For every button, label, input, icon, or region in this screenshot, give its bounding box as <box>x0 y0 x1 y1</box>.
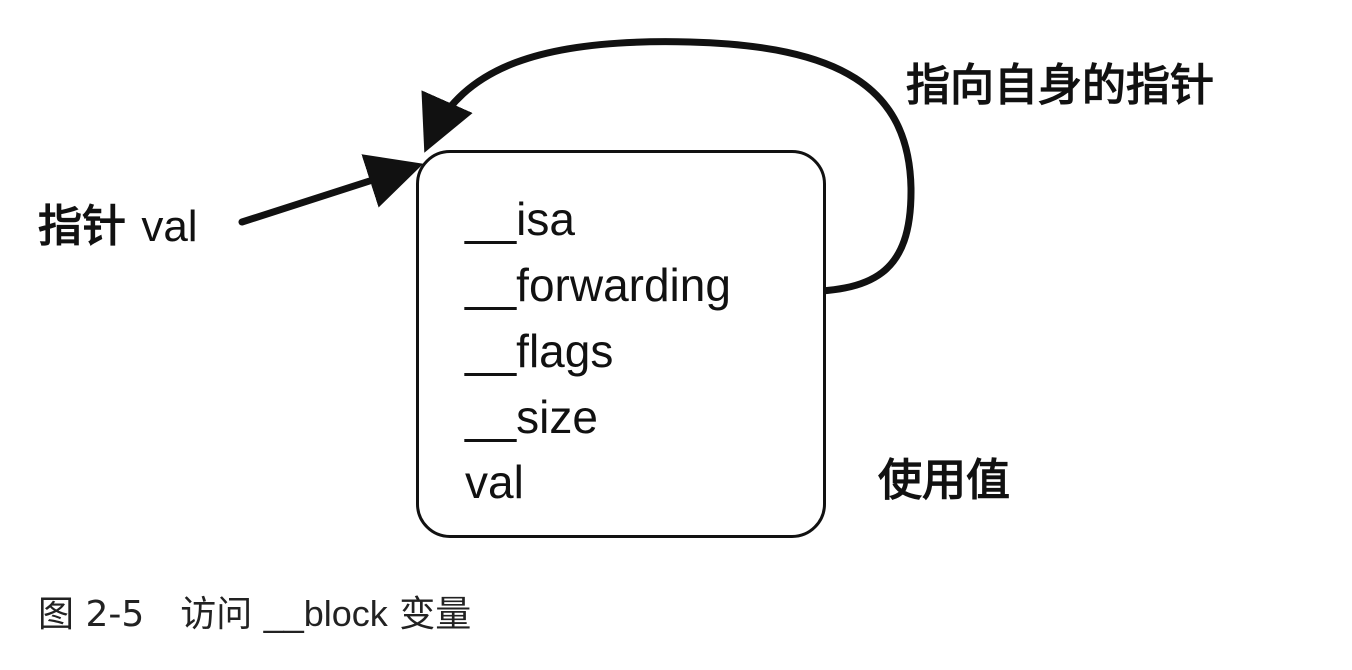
self-pointer-label: 指向自身的指针 <box>906 60 1214 111</box>
field-size: __size <box>465 391 598 443</box>
caption-code: __block <box>263 593 388 634</box>
figure-number: 图 2-5 <box>38 594 145 635</box>
caption-prefix: 访问 <box>180 594 253 635</box>
self-pointer-arrow <box>421 38 915 296</box>
field-val: val <box>465 456 524 508</box>
figure-caption: 图 2-5 访问 __block 变量 <box>38 592 471 637</box>
pointer-val-label-var: val <box>141 202 198 251</box>
pointer-val-arrow <box>238 154 424 226</box>
pointer-val-label-prefix: 指针 <box>38 201 126 252</box>
field-forwarding: __forwarding <box>465 259 731 311</box>
caption-suffix: 变量 <box>399 594 472 635</box>
block-struct-box: __isa __forwarding __flags __size val <box>416 150 826 538</box>
field-flags: __flags <box>465 325 614 377</box>
use-value-label: 使用值 <box>878 455 1010 506</box>
field-isa: __isa <box>465 193 575 245</box>
pointer-val-label: 指针 val <box>38 201 198 253</box>
